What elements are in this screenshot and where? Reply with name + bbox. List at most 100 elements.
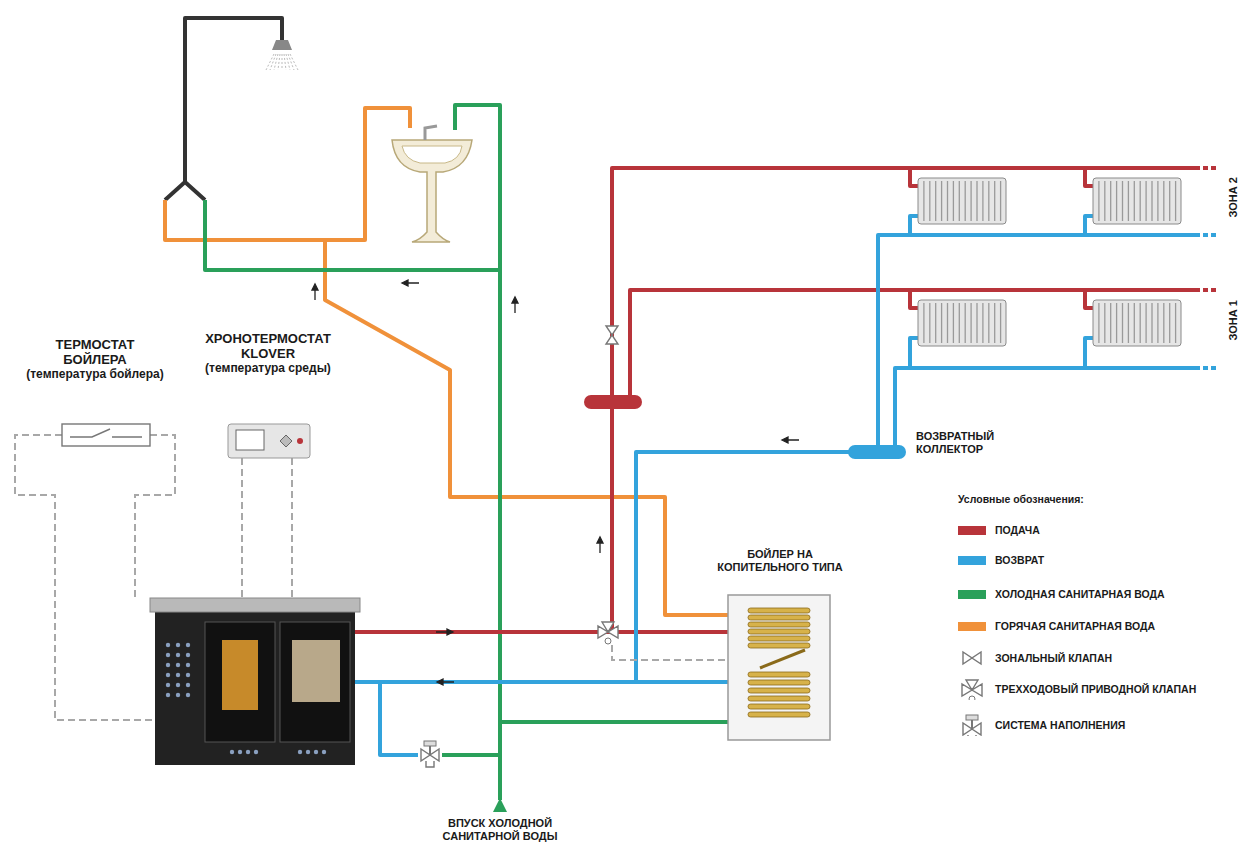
control-button	[176, 643, 180, 647]
radiator-fin	[929, 303, 930, 343]
radiator-fin	[1104, 303, 1105, 343]
component-label: ХРОНОТЕРМОСТАТ KLOVER(температура среды)	[198, 332, 338, 376]
radiator-fin	[1169, 181, 1170, 221]
zone-valve	[606, 326, 618, 344]
component-label: БОЙЛЕР НА КОПИТЕЛЬНОГО ТИПА	[705, 548, 855, 573]
heating-coil	[748, 615, 810, 620]
heating-coil	[748, 629, 810, 634]
stove-door	[205, 622, 275, 742]
coil-link	[760, 650, 805, 668]
control-button	[176, 653, 180, 657]
shower-spray	[286, 54, 290, 70]
component-note: (температура среды)	[198, 362, 338, 376]
storage-boiler	[728, 595, 830, 740]
pipe	[185, 18, 282, 182]
basin-inner	[402, 146, 462, 163]
heating-coil	[748, 712, 810, 717]
oven-door	[280, 622, 350, 742]
control-button	[186, 693, 190, 697]
control-button	[166, 673, 170, 677]
inlet-arrow	[493, 798, 507, 812]
radiator-fin	[1151, 181, 1152, 221]
radiator	[1093, 300, 1181, 346]
legend-row: ЗОНАЛЬНЫЙ КЛАПАН	[958, 647, 1112, 669]
pipe	[630, 290, 1200, 402]
legend-row: ГОРЯЧАЯ САНИТАРНАЯ ВОДА	[958, 615, 1155, 637]
wash-basin	[392, 126, 472, 242]
radiator-fin	[988, 181, 989, 221]
stove-boiler	[150, 598, 360, 765]
boiler-tank	[728, 595, 830, 740]
radiator-fin	[935, 303, 936, 343]
heating-coil	[748, 608, 810, 613]
radiator-fin	[965, 181, 966, 221]
pipe	[612, 168, 1200, 632]
pipe	[1085, 216, 1093, 235]
pipe	[165, 182, 205, 200]
legend-text: СИСТЕМА НАПОЛНЕНИЯ	[995, 719, 1125, 731]
component-label: ТЕРМОСТАТ БОЙЛЕРА(температура бойлера)	[25, 338, 165, 382]
label-box: ЗОНА 1	[1227, 300, 1240, 340]
radiator-fin	[1134, 181, 1135, 221]
valve-actuator	[605, 638, 611, 644]
pipe	[165, 108, 410, 240]
control-button	[246, 750, 250, 754]
chrono-body	[228, 424, 310, 458]
filling-body	[426, 761, 434, 767]
thermostat-box	[62, 424, 150, 446]
thermostat-switch	[70, 429, 142, 437]
control-button	[186, 643, 190, 647]
radiator-fin	[941, 181, 942, 221]
radiator-fin	[1128, 181, 1129, 221]
valve-actuator	[969, 696, 975, 700]
heating-coil	[748, 672, 810, 677]
control-button	[298, 750, 302, 754]
inlet-label: ВПУСК ХОЛОДНОЙ САНИТАРНОЙ ВОДЫ	[425, 817, 575, 842]
pipe	[455, 105, 500, 800]
radiator-fin	[994, 303, 995, 343]
control-wire	[15, 435, 155, 720]
filling-body	[968, 735, 976, 736]
radiator-fin	[953, 303, 954, 343]
radiator-fin	[1157, 181, 1158, 221]
legend-text: ВОЗВРАТ	[995, 554, 1044, 566]
pipe-continuation	[1203, 166, 1218, 170]
radiator-fin	[959, 181, 960, 221]
radiator-fin	[994, 181, 995, 221]
zone-label: ЗОНА 1	[1227, 300, 1240, 340]
zone-label: ЗОНА 2	[1227, 177, 1240, 217]
shower	[266, 40, 298, 70]
radiator-fin	[923, 181, 924, 221]
zone-valve	[963, 652, 981, 664]
chronothermostat	[228, 424, 310, 458]
component-title: ВОЗВРАТНЫЙ КОЛЛЕКТОР	[916, 430, 1016, 455]
radiator-fin	[1145, 303, 1146, 343]
control-button	[166, 663, 170, 667]
legend-text: ХОЛОДНАЯ САНИТАРНАЯ ВОДА	[995, 588, 1165, 600]
control-wire	[135, 435, 175, 598]
flow-arrow	[512, 297, 518, 313]
radiator-fin	[970, 303, 971, 343]
flow-arrow	[312, 284, 318, 300]
basin-tap	[425, 126, 437, 140]
heating-coil	[748, 636, 810, 641]
pipe	[1085, 168, 1093, 186]
pipe	[1085, 290, 1093, 308]
radiator-fin	[982, 303, 983, 343]
radiator-fin	[1134, 303, 1135, 343]
radiator-body	[918, 178, 1006, 224]
three-way-valve	[598, 622, 618, 638]
flow-arrow	[402, 280, 419, 286]
control-button	[186, 663, 190, 667]
shower-spray	[288, 54, 294, 70]
pipe	[325, 240, 728, 615]
legend-swatch	[958, 556, 986, 565]
radiator-body	[1093, 178, 1181, 224]
flow-arrow	[597, 537, 603, 553]
radiator-fin	[1163, 303, 1164, 343]
pipe	[355, 630, 728, 634]
radiator-body	[918, 300, 1006, 346]
shower-spray	[290, 54, 298, 70]
legend-row: ХОЛОДНАЯ САНИТАРНАЯ ВОДА	[958, 583, 1165, 605]
